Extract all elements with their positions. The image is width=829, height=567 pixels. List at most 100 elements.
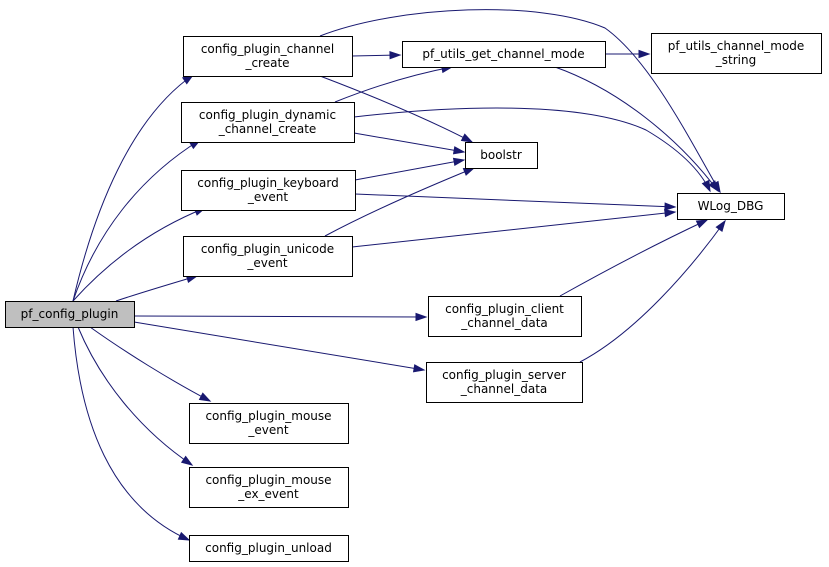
node-label-line: config_plugin_unicode xyxy=(201,242,334,256)
arrowhead xyxy=(177,531,191,541)
node-config-plugin-mouse-event[interactable]: config_plugin_mouse_event xyxy=(189,403,349,444)
edge-line xyxy=(133,315,427,318)
edge-line xyxy=(133,321,425,371)
node-label-line: _channel_data xyxy=(460,382,548,396)
node-label-line: _create xyxy=(244,56,289,70)
node-config-plugin-channel-create[interactable]: config_plugin_channel_create xyxy=(183,36,353,77)
node-config-plugin-unload[interactable]: config_plugin_unload xyxy=(189,535,349,562)
arrowhead xyxy=(664,208,677,218)
arrowhead xyxy=(460,133,474,143)
edge-line xyxy=(89,326,211,402)
node-label-line: config_plugin_unload xyxy=(205,541,332,555)
node-config-plugin-keyboard-event[interactable]: config_plugin_keyboard_event xyxy=(181,170,356,211)
edge-line xyxy=(324,167,475,237)
node-config-plugin-mouse-ex-event[interactable]: config_plugin_mouse_ex_event xyxy=(189,467,349,508)
node-label-line: WLog_DBG xyxy=(698,199,764,213)
edge-pf_config_plugin-to-config_plugin_unicode_event xyxy=(115,274,199,302)
arrowhead xyxy=(695,219,709,229)
edge-line xyxy=(77,326,193,466)
edge-line xyxy=(354,193,676,208)
node-label-line: _event xyxy=(247,190,288,204)
arrowhead xyxy=(715,219,726,232)
arrowhead xyxy=(701,179,711,193)
arrowhead xyxy=(412,364,426,373)
edge-config_plugin_server_channel_data-to-WLog_DBG xyxy=(579,219,726,363)
node-box xyxy=(189,467,349,508)
edges-layer xyxy=(72,9,726,541)
nodes-layer: pf_config_plugin config_plugin_channel_cr… xyxy=(5,33,822,562)
arrowhead xyxy=(664,202,677,211)
node-config-plugin-server-channel-data[interactable]: config_plugin_server_channel_data xyxy=(426,362,583,403)
node-label-line: _event xyxy=(247,423,288,437)
edge-config_plugin_unicode_event-to-boolstr xyxy=(324,167,476,237)
node-label-line: _event xyxy=(246,256,287,270)
arrowhead xyxy=(198,392,212,402)
node-label-line: pf_utils_channel_mode xyxy=(668,39,805,53)
edge-line xyxy=(559,219,708,297)
node-config-plugin-dynamic-channel-create[interactable]: config_plugin_dynamic_channel_create xyxy=(181,102,355,143)
edge-config_plugin_channel_create-to-boolstr xyxy=(319,75,474,143)
node-label-line: config_plugin_mouse xyxy=(205,409,331,423)
edge-config_plugin_dynamic_channel_create-to-boolstr xyxy=(353,132,466,155)
edge-config_plugin_client_channel_data-to-WLog_DBG xyxy=(559,219,709,297)
edge-line xyxy=(72,326,190,541)
node-pf-utils-get-channel-mode[interactable]: pf_utils_get_channel_mode xyxy=(402,41,606,68)
edge-pf_config_plugin-to-config_plugin_client_channel_data xyxy=(133,312,428,322)
node-label-line: _string xyxy=(715,53,756,67)
edge-line xyxy=(319,75,473,143)
edge-pf_config_plugin-to-config_plugin_server_channel_data xyxy=(133,321,426,373)
node-label-line: _channel_data xyxy=(460,316,548,330)
node-box xyxy=(181,102,355,143)
arrowhead xyxy=(389,51,402,60)
node-box xyxy=(189,535,349,562)
arrowhead xyxy=(415,312,428,322)
node-config-plugin-unicode-event[interactable]: config_plugin_unicode_event xyxy=(183,236,353,277)
edge-line xyxy=(351,211,676,248)
node-pf-config-plugin[interactable]: pf_config_plugin xyxy=(5,301,135,328)
edge-pf_config_plugin-to-config_plugin_unload xyxy=(72,326,191,541)
arrowhead xyxy=(180,455,194,466)
edge-pf_utils_get_channel_mode-to-pf_utils_channel_mode_string xyxy=(605,49,651,59)
node-label-line: config_plugin_dynamic xyxy=(199,108,336,122)
edge-line xyxy=(72,207,206,302)
edge-line xyxy=(72,139,201,302)
node-label-line: _ex_event xyxy=(237,487,299,501)
edge-config_plugin_unicode_event-to-WLog_DBG xyxy=(351,208,677,248)
edge-line xyxy=(115,275,198,302)
edge-line xyxy=(353,132,465,153)
arrowhead xyxy=(708,180,719,193)
node-box xyxy=(651,33,822,74)
node-box xyxy=(677,193,785,220)
edge-line xyxy=(72,74,194,302)
edge-line xyxy=(353,107,711,192)
node-label-line: pf_config_plugin xyxy=(21,307,119,321)
node-config-plugin-client-channel-data[interactable]: config_plugin_client_channel_data xyxy=(428,296,582,337)
edge-pf_config_plugin-to-config_plugin_mouse_ex_event xyxy=(77,326,194,466)
node-boolstr[interactable]: boolstr xyxy=(465,142,538,169)
node-WLog-DBG[interactable]: WLog_DBG xyxy=(677,193,785,220)
arrowhead xyxy=(452,146,466,155)
edge-pf_config_plugin-to-config_plugin_dynamic_channel_create xyxy=(72,139,202,302)
edge-line xyxy=(319,9,721,193)
node-pf-utils-channel-mode-string[interactable]: pf_utils_channel_mode_string xyxy=(651,33,822,74)
node-box xyxy=(428,296,582,337)
node-label-line: pf_utils_get_channel_mode xyxy=(422,47,584,61)
node-box xyxy=(181,170,356,211)
node-box xyxy=(402,41,606,68)
node-label-line: config_plugin_channel xyxy=(201,42,334,56)
arrowhead xyxy=(638,49,651,59)
edge-config_plugin_keyboard_event-to-WLog_DBG xyxy=(354,193,677,211)
node-label-line: config_plugin_server xyxy=(442,368,566,382)
edge-pf_config_plugin-to-config_plugin_channel_create xyxy=(72,74,195,302)
node-label-line: config_plugin_client xyxy=(445,302,564,316)
arrowhead xyxy=(462,167,476,176)
edge-pf_utils_get_channel_mode-to-WLog_DBG xyxy=(554,66,719,193)
arrowhead xyxy=(452,157,466,167)
node-box xyxy=(426,362,583,403)
node-box xyxy=(5,301,135,328)
node-label-line: config_plugin_mouse xyxy=(205,473,331,487)
node-box xyxy=(183,236,353,277)
edge-line xyxy=(554,66,719,192)
edge-line xyxy=(579,220,726,363)
